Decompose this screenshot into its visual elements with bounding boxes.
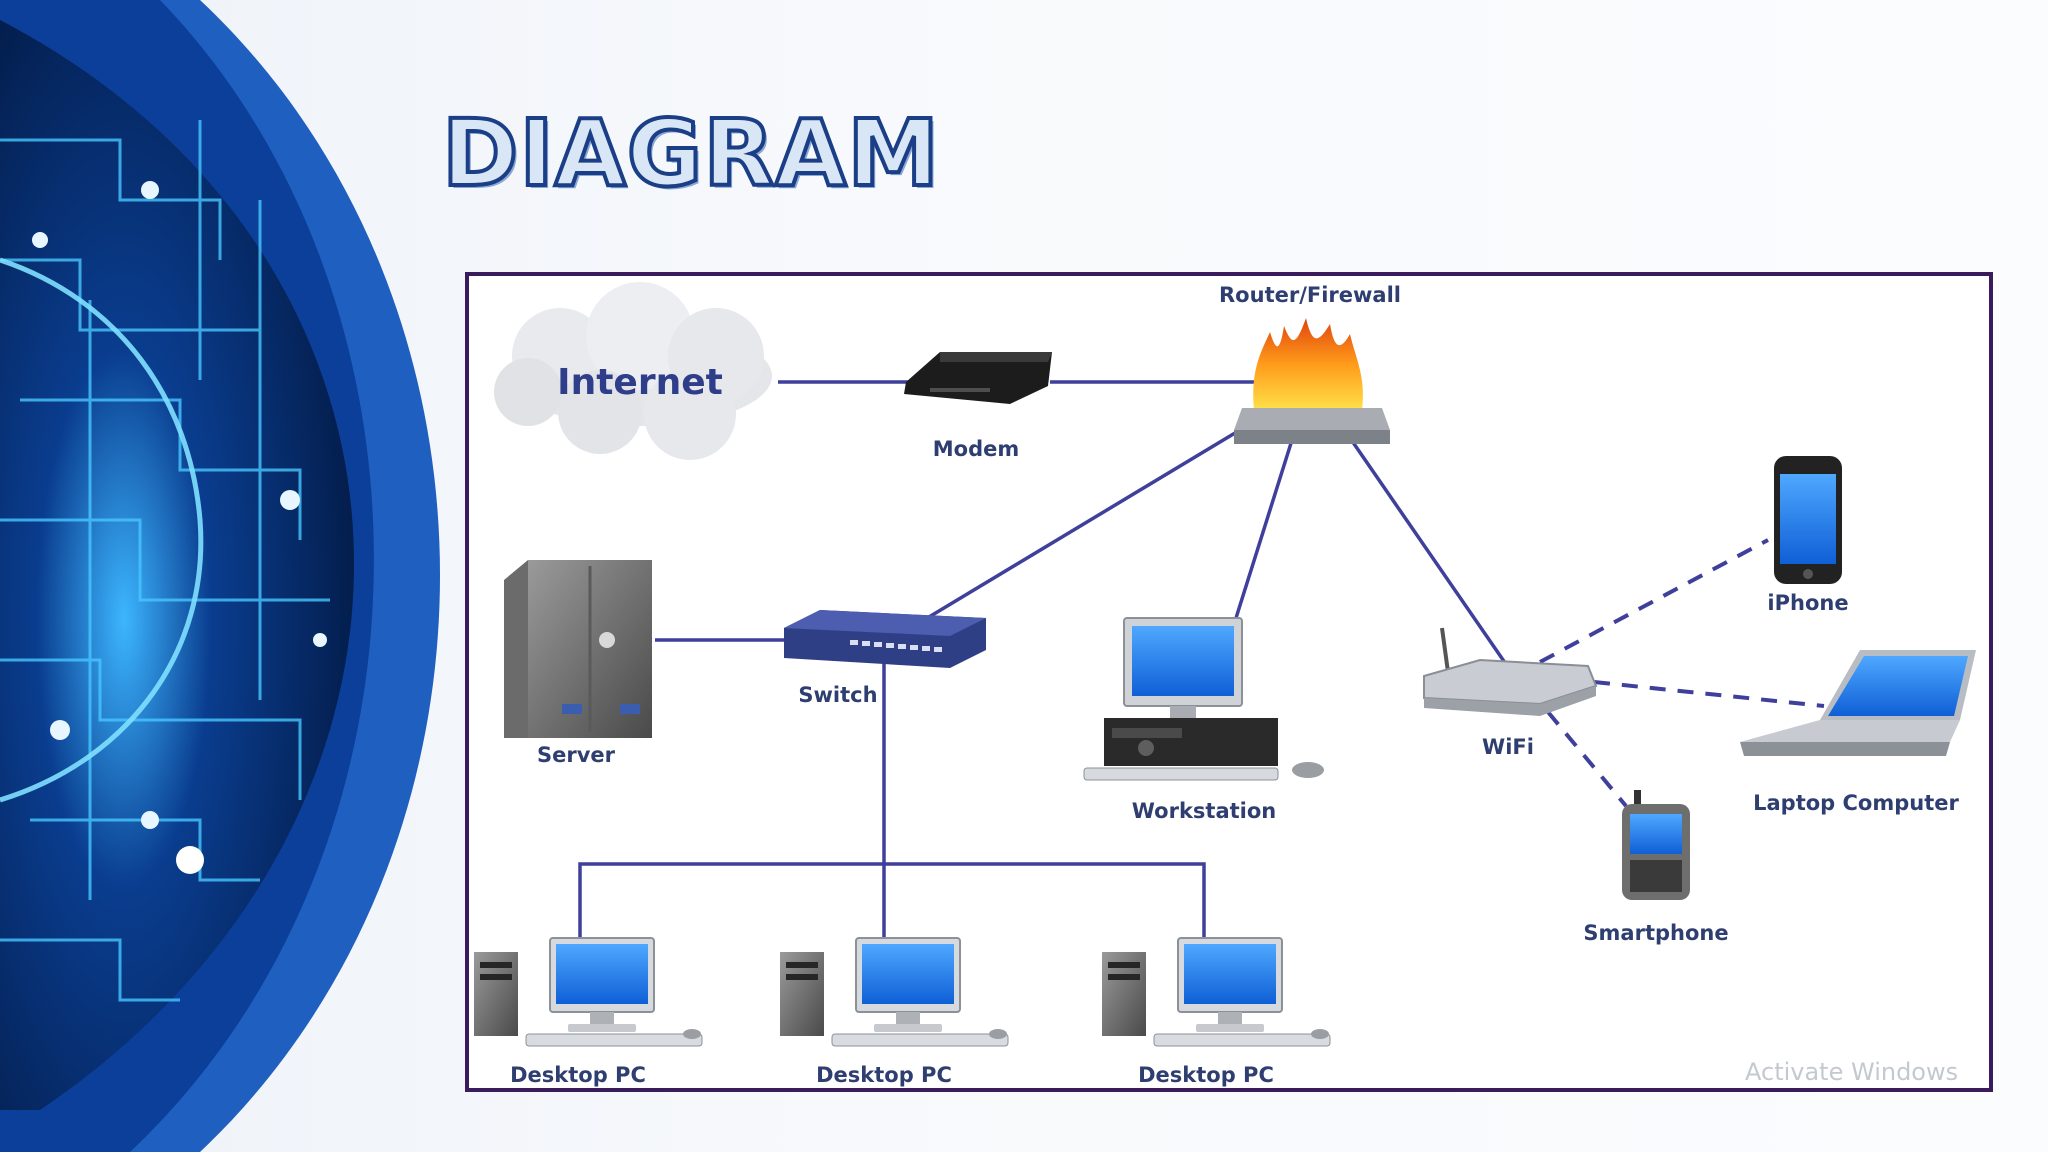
desktop-pc-label: Desktop PC [510, 1063, 646, 1087]
desktop-pc-label: Desktop PC [1138, 1063, 1274, 1087]
laptop-icon [1740, 650, 1976, 756]
wireless-link-smartphone [1546, 710, 1628, 808]
internet-label: Internet [557, 362, 723, 403]
desktop-pc-icon [474, 938, 702, 1046]
laptop-label: Laptop Computer [1753, 791, 1959, 815]
modem-icon [904, 352, 1052, 404]
internet-cloud-icon [494, 282, 772, 460]
link-switch-desktops [578, 660, 886, 944]
smartphone-label: Smartphone [1583, 921, 1728, 945]
link-switch-desktop-3 [884, 862, 1206, 944]
link-router-switch [923, 428, 1241, 622]
switch-label: Switch [798, 683, 877, 707]
desktop-pc-icon [1102, 938, 1330, 1046]
smartphone-icon [1622, 790, 1690, 900]
desktop-pc-icon [780, 938, 1008, 1046]
iphone-icon [1774, 456, 1842, 584]
desktop-pc-label: Desktop PC [816, 1063, 952, 1087]
wireless-link-laptop [1593, 680, 1825, 708]
circuit-globe-decoration [0, 0, 440, 1152]
link-router-wifi [1348, 437, 1512, 671]
router-firewall-icon [1234, 318, 1390, 444]
switch-icon [784, 610, 986, 668]
wifi-router-icon [1423, 627, 1598, 716]
server-label: Server [537, 743, 616, 767]
iphone-label: iPhone [1767, 591, 1848, 615]
workstation-label: Workstation [1132, 799, 1277, 823]
wifi-label: WiFi [1482, 735, 1534, 759]
slide-title: DIAGRAM [440, 100, 941, 207]
server-icon [504, 560, 652, 738]
modem-label: Modem [933, 437, 1019, 461]
router-label: Router/Firewall [1219, 283, 1401, 307]
workstation-icon [1083, 617, 1324, 781]
activate-windows-watermark: Activate Windows [1745, 1058, 1959, 1086]
link-router-workstation [1234, 439, 1294, 619]
wireless-link-iphone [1539, 538, 1769, 664]
